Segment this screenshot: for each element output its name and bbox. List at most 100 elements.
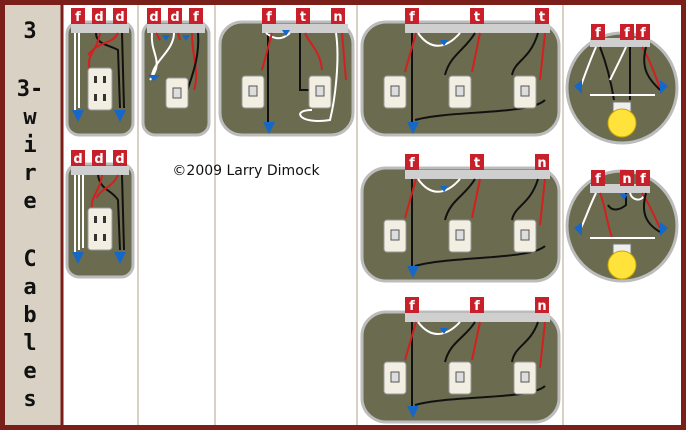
terminal-label: f <box>640 172 646 187</box>
box-light-8: f n f <box>565 169 679 283</box>
box-switch-7: f t n <box>360 154 561 283</box>
wire-nut <box>440 328 448 334</box>
wire-nut <box>282 30 290 36</box>
wire-nut <box>660 80 668 94</box>
terminal-tag <box>113 8 127 24</box>
light-bulb <box>607 250 637 280</box>
terminal-tag <box>113 150 127 166</box>
terminal-label: d <box>115 10 124 25</box>
sidebar-line: a <box>23 275 36 300</box>
wire-nut <box>660 222 668 236</box>
sidebar <box>5 5 62 425</box>
terminal-label: t <box>474 10 480 25</box>
sidebar-line: b <box>23 303 36 328</box>
wire-nut <box>440 186 448 192</box>
cable-clamp <box>405 313 550 322</box>
terminal-label: f <box>595 172 601 187</box>
terminal-tag <box>470 297 484 313</box>
cable-clamp <box>405 170 550 179</box>
box-switch-9: f f n <box>360 297 561 424</box>
light-bulb <box>607 108 637 138</box>
sidebar-line: e <box>23 359 36 384</box>
cable-clamp <box>71 24 129 33</box>
wire-nut <box>620 194 628 200</box>
terminal-label: f <box>75 10 81 25</box>
terminal-label: d <box>170 10 179 25</box>
terminal-label: n <box>537 299 546 314</box>
wire-nut <box>407 122 419 134</box>
sidebar-line: 3- <box>17 77 44 102</box>
terminal-tag <box>535 297 549 313</box>
terminal-tag <box>470 154 484 170</box>
box-switch-3: f t n <box>218 8 355 137</box>
terminal-tag <box>620 24 634 40</box>
cable-clamp <box>590 38 650 47</box>
box-receptacle-1: f d d <box>65 8 135 137</box>
terminal-tag <box>535 154 549 170</box>
wire-nut <box>72 110 84 122</box>
terminal-label: n <box>333 10 342 25</box>
box-switch-4: f t t <box>360 8 561 137</box>
wire-nut <box>574 222 582 236</box>
wire-nut <box>263 122 275 134</box>
cable-clamp <box>262 24 348 33</box>
terminal-label: t <box>539 10 545 25</box>
cable-clamp <box>147 24 205 33</box>
box-light-5: f f f <box>565 24 679 145</box>
terminal-label: n <box>537 156 546 171</box>
sidebar-line: i <box>23 133 36 158</box>
cable-clamp <box>590 184 650 193</box>
sidebar-line: l <box>23 331 36 356</box>
terminal-tag <box>71 8 85 24</box>
sidebar-line: e <box>23 189 36 214</box>
receptacle <box>87 207 113 251</box>
terminal-label: t <box>300 10 306 25</box>
sidebar-line: w <box>23 105 37 130</box>
terminal-tag <box>168 8 182 24</box>
terminal-tag <box>262 8 276 24</box>
sidebar-line: r <box>23 161 36 186</box>
cable-clamp <box>71 166 129 175</box>
box-switch-2: d d f <box>141 8 211 137</box>
terminal-tag <box>71 150 85 166</box>
sidebar-number: 3 <box>23 19 36 44</box>
terminal-label: f <box>409 156 415 171</box>
terminal-label: f <box>266 10 272 25</box>
wire-nut <box>162 35 170 41</box>
terminal-label: f <box>624 26 630 41</box>
terminal-label: f <box>409 10 415 25</box>
wire-nut <box>440 40 448 46</box>
cable-clamp <box>405 24 550 33</box>
wire-nut <box>407 266 419 278</box>
terminal-tag <box>92 150 106 166</box>
wire-nut <box>407 406 419 418</box>
wire-nut <box>574 80 582 94</box>
terminal-label: f <box>409 299 415 314</box>
terminal-tag <box>405 154 419 170</box>
terminal-tag <box>92 8 106 24</box>
terminal-tag <box>405 8 419 24</box>
terminal-tag <box>535 8 549 24</box>
sidebar-line: C <box>23 247 36 272</box>
wire-nut <box>148 75 160 81</box>
terminal-label: f <box>474 299 480 314</box>
device-box <box>218 20 355 137</box>
terminal-label: d <box>94 152 103 167</box>
terminal-tag <box>591 24 605 40</box>
copyright-credit: ©2009 Larry Dimock <box>172 163 320 179</box>
terminal-label: n <box>622 172 631 187</box>
wire-nut <box>182 35 190 41</box>
terminal-tag <box>591 170 605 186</box>
terminal-tag <box>147 8 161 24</box>
terminal-label: d <box>94 10 103 25</box>
box-receptacle-6: d d d <box>65 150 135 279</box>
terminal-label: d <box>149 10 158 25</box>
terminal-tag <box>620 170 634 186</box>
sidebar-line: s <box>23 387 36 412</box>
terminal-tag <box>331 8 345 24</box>
wire-nut <box>114 110 126 122</box>
receptacle <box>87 67 113 111</box>
terminal-tag <box>189 8 203 24</box>
terminal-tag <box>296 8 310 24</box>
